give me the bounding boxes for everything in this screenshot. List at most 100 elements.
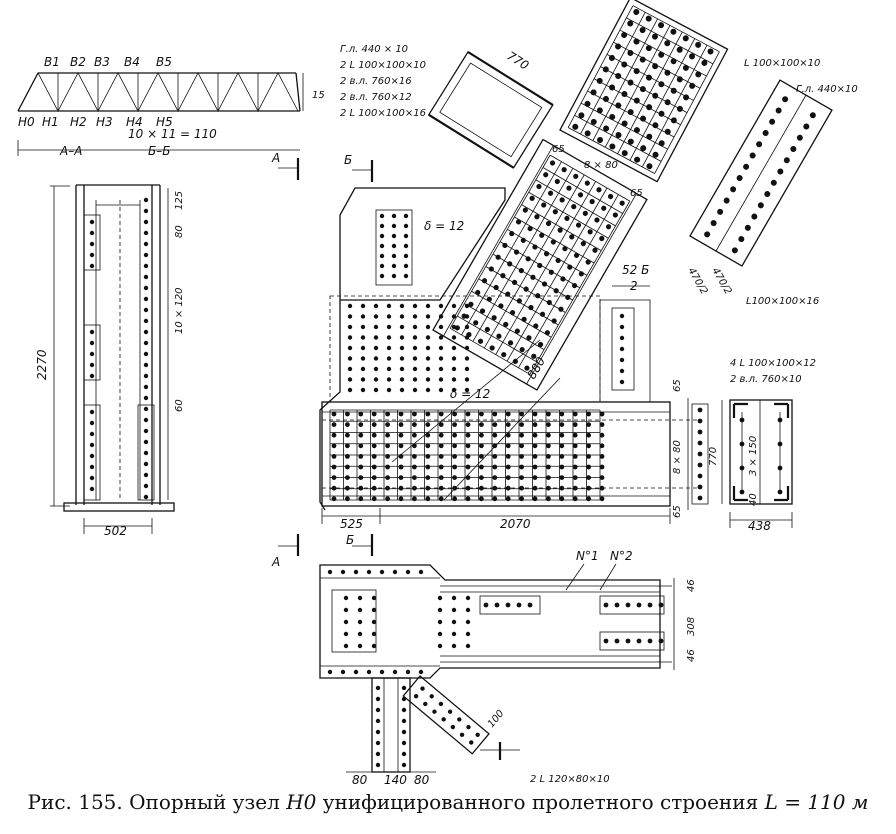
grid-line	[449, 327, 530, 375]
rivet-hole	[371, 422, 377, 427]
rivet-hole	[697, 451, 703, 457]
rivet-hole	[619, 313, 625, 319]
rivet-hole	[373, 335, 379, 340]
rivet-hole	[89, 252, 95, 258]
rivet-hole	[438, 366, 444, 372]
section-mark-b-bottom: Б	[346, 533, 354, 547]
grid-line	[654, 51, 720, 174]
dim-delta12-mid: δ = 12	[450, 387, 490, 401]
dim-770-top: 770	[504, 49, 531, 73]
rivet-hole	[451, 377, 457, 382]
rivet-hole	[438, 485, 444, 491]
rivet-hole	[386, 345, 392, 351]
rivet-hole	[331, 485, 337, 491]
rivet-hole	[399, 303, 405, 309]
rivet-hole	[511, 279, 518, 285]
rivet-hole	[475, 732, 480, 738]
rivet-hole	[465, 485, 471, 491]
grid-line	[580, 12, 646, 135]
rivet-hole	[429, 694, 434, 699]
rivet-hole	[438, 377, 444, 382]
rivet-hole	[379, 243, 385, 249]
rivet-hole	[438, 443, 444, 449]
rivet-hole	[425, 454, 431, 459]
rivet-hole	[358, 475, 364, 480]
rivet-hole	[670, 117, 677, 124]
rivet-hole	[492, 443, 498, 449]
rivet-hole	[398, 443, 404, 449]
rivet-hole	[358, 411, 364, 417]
rivet-hole	[447, 709, 453, 714]
rivet-hole	[385, 443, 390, 449]
rivet-hole	[769, 118, 776, 125]
rivet-hole	[658, 602, 664, 608]
rivet-hole	[412, 411, 417, 417]
dim-80: 80	[174, 225, 185, 238]
rivet-hole	[461, 313, 467, 319]
rivet-hole	[559, 197, 565, 203]
rivet-hole	[412, 377, 418, 382]
rivet-hole	[403, 233, 409, 239]
rivet-hole	[418, 669, 424, 675]
rivet-hole	[697, 407, 703, 413]
rivet-hole	[562, 246, 568, 252]
truss-bottom-label: H1	[42, 115, 59, 129]
rivet-hole	[551, 318, 557, 324]
rivet-hole	[379, 273, 385, 279]
spec-right-a: 4 L 100×100×12	[730, 358, 816, 369]
dim-308: 308	[686, 617, 697, 636]
rivet-hole	[505, 602, 511, 608]
rivet-hole	[599, 485, 605, 491]
dim-438: 438	[748, 519, 771, 533]
rivet-hole	[398, 411, 404, 417]
truss-span-formula: 10 × 11 = 110	[128, 127, 217, 141]
rivet-hole	[465, 411, 471, 417]
caption-prefix: Рис. 155. Опорный узел	[27, 790, 280, 814]
rivet-hole	[627, 79, 634, 86]
truss-bottom-label: H4	[126, 115, 143, 129]
rivet-hole	[532, 464, 538, 470]
rivet-hole	[371, 485, 377, 491]
rivet-hole	[539, 311, 546, 317]
rivet-hole	[386, 387, 392, 393]
rivet-hole	[501, 352, 507, 358]
dim-470-b: 470/2	[709, 266, 733, 296]
dim-8x80-vert: 8 × 80	[672, 440, 683, 474]
rivet-hole	[492, 411, 498, 417]
rivet-hole	[358, 432, 364, 438]
rivet-hole	[619, 368, 625, 374]
rivet-hole	[454, 325, 460, 331]
rivet-hole	[683, 94, 690, 101]
rivet-hole	[522, 207, 528, 213]
rivet-hole	[646, 133, 653, 140]
rivet-hole	[586, 422, 591, 427]
rivet-hole	[527, 225, 533, 232]
dim-470-a: 470/2	[685, 266, 709, 296]
rivet-hole	[331, 411, 337, 417]
rivet-hole	[373, 377, 379, 382]
rivet-hole	[736, 175, 743, 182]
rivet-hole	[360, 387, 366, 393]
rivet-hole	[371, 443, 377, 449]
rivet-hole	[89, 486, 95, 492]
rivet-hole	[373, 324, 379, 330]
rivet-hole	[495, 254, 501, 260]
rivet-hole	[493, 284, 499, 291]
rivet-hole	[358, 464, 364, 470]
rivet-hole	[546, 443, 551, 449]
rivet-hole	[371, 496, 377, 502]
spec-n1: N°1	[576, 549, 599, 563]
rivet-hole	[403, 263, 409, 269]
rivet-hole	[543, 251, 550, 257]
rivet-hole	[479, 454, 484, 459]
rivet-hole	[464, 387, 470, 393]
rivet-hole	[379, 263, 385, 269]
rivet-hole	[412, 387, 418, 393]
rivet-hole	[373, 303, 379, 309]
rivet-hole	[572, 411, 578, 417]
rivet-hole	[438, 387, 444, 393]
rivet-hole	[345, 496, 350, 502]
rivet-hole	[492, 485, 498, 491]
rivet-hole	[425, 464, 431, 470]
figure-caption: Рис. 155. Опорный узел H0 унифицированно…	[0, 790, 896, 814]
